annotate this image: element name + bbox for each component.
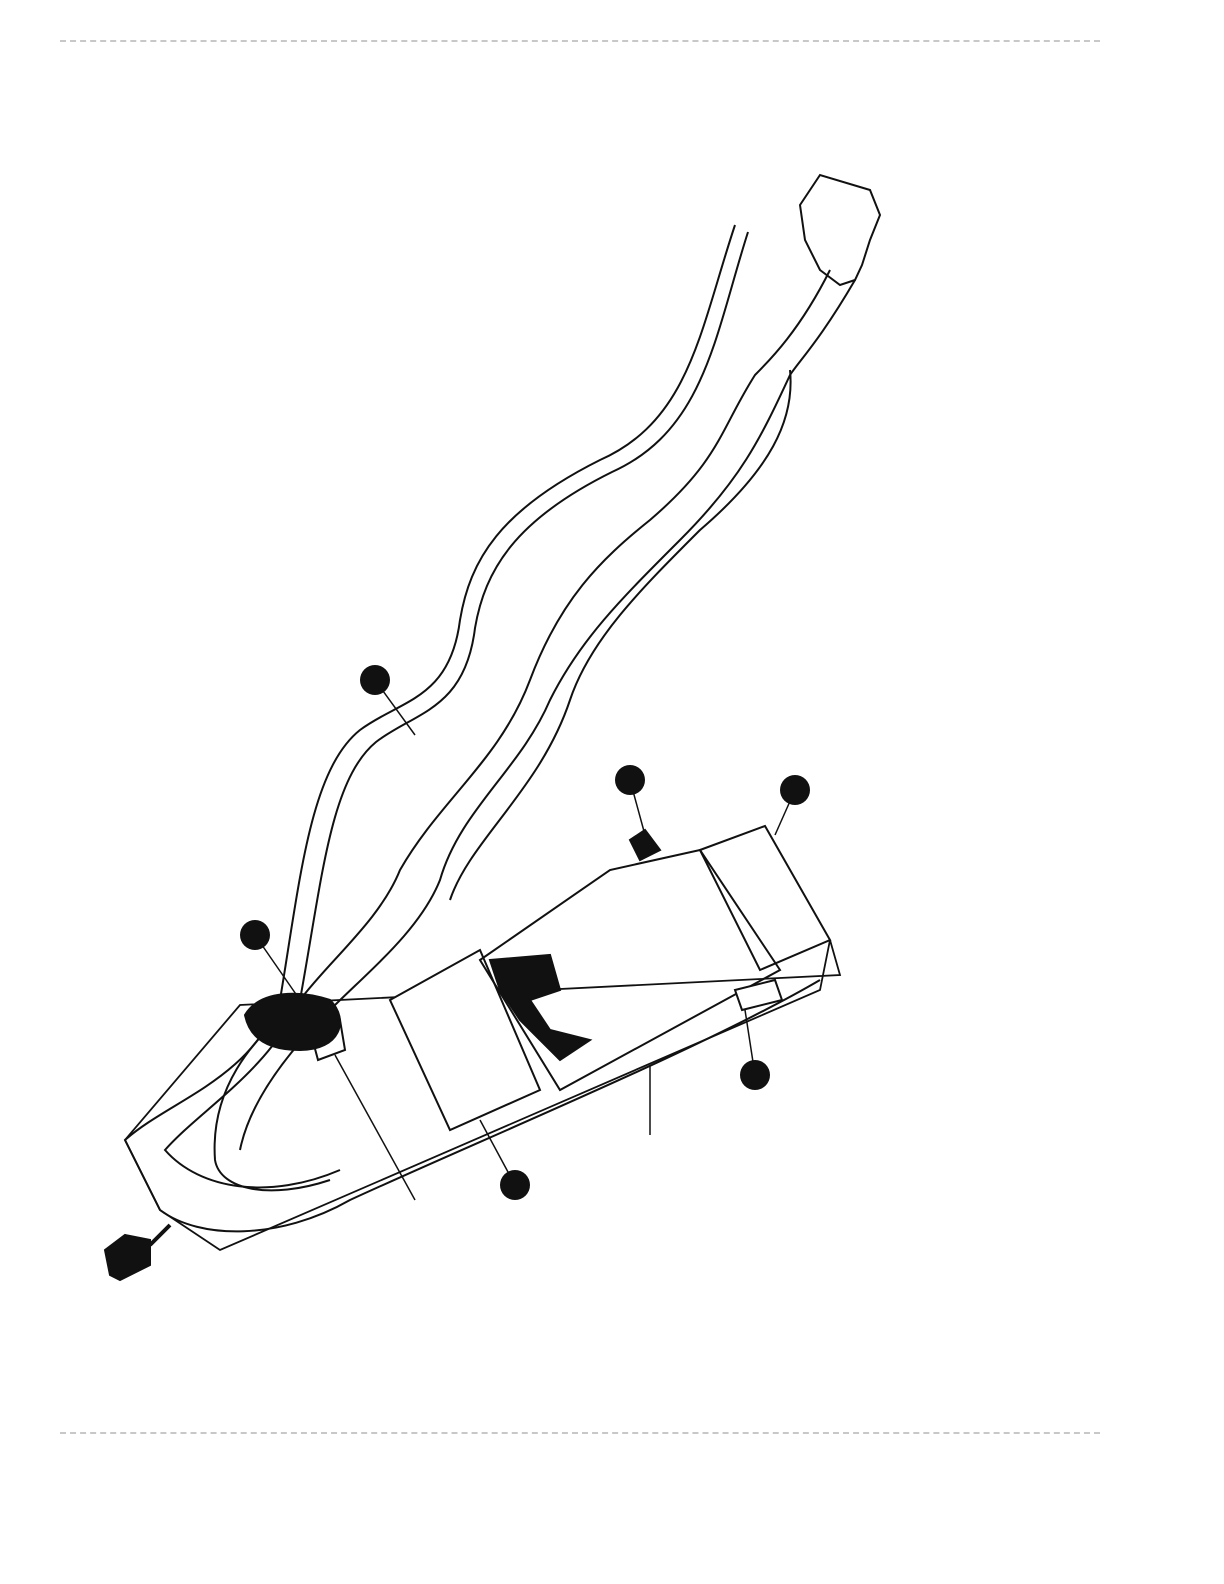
module-box-right [698,824,832,972]
callout-dot [780,775,810,805]
bottom-plug [103,1233,151,1282]
harness-band-outer-inner [163,231,749,1189]
bottom-rule [60,1432,1100,1434]
callout-dot [740,1060,770,1090]
callout-dot [240,920,270,950]
harness-band-inner-3 [449,369,792,901]
harness-band-outer [123,224,821,1233]
module-box-left [388,948,542,1132]
tray [478,848,782,1092]
callout-dot [500,1170,530,1200]
top-connector [798,173,882,287]
callout-dot [615,765,645,795]
grommet [243,992,341,1052]
top-rule [60,40,1100,42]
bracket-top [628,828,662,862]
clip-right [733,978,784,1012]
leader-8 [334,1054,416,1201]
module-bracket [488,953,593,1062]
callout-dot [360,665,390,695]
harness-band-inner [213,269,831,1192]
enclosure-outline [123,939,842,1252]
